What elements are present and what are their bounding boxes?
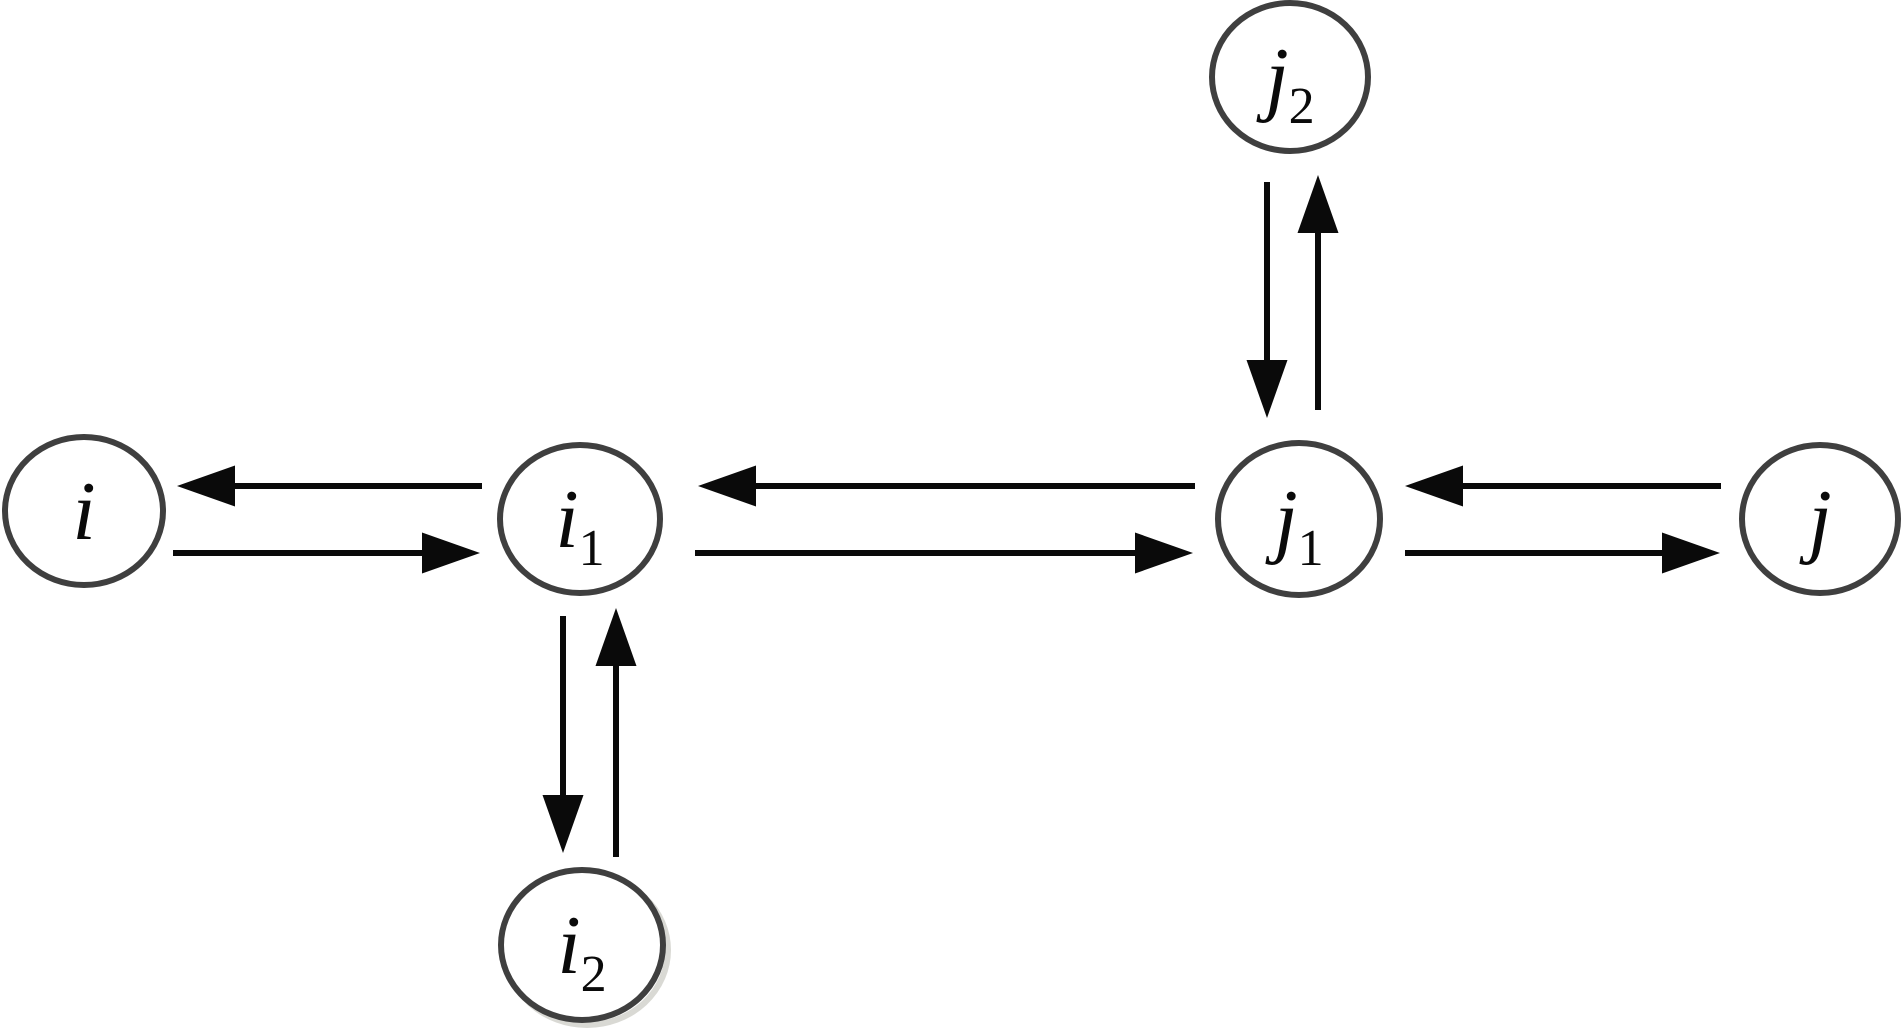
node-label-subscript: 2 <box>1289 78 1315 135</box>
edge-i1-to-j1 <box>695 532 1193 574</box>
node-j: j <box>1739 442 1901 596</box>
node-j1: j1 <box>1215 440 1383 598</box>
node-circle-i1 <box>497 442 663 596</box>
arrowhead-icon <box>422 532 480 574</box>
arrowhead-icon <box>1135 532 1193 574</box>
edge-j1-to-i1 <box>698 465 1195 507</box>
edge-i1-to-i2 <box>542 616 584 853</box>
arrowhead-icon <box>542 795 584 853</box>
node-j2: j2 <box>1209 0 1371 154</box>
edge-i-to-i1 <box>173 532 480 574</box>
arrowhead-icon <box>1662 532 1720 574</box>
arrowhead-icon <box>1246 360 1288 418</box>
edge-i2-to-i1 <box>595 608 637 857</box>
edge-j1-to-j <box>1405 532 1720 574</box>
node-circle-j1 <box>1215 440 1383 598</box>
node-label-i: i <box>72 465 95 558</box>
node-i1: i1 <box>497 442 663 596</box>
edge-i1-to-i <box>177 465 482 507</box>
node-label-i1: i1 <box>555 473 604 577</box>
edge-j-to-j1 <box>1405 465 1721 507</box>
node-circle-j <box>1739 442 1901 596</box>
arrowhead-icon <box>1405 465 1463 507</box>
node-circle-i <box>2 434 166 588</box>
arrowhead-icon <box>1297 175 1339 233</box>
node-i2: i2 <box>498 867 671 1028</box>
edges-layer <box>173 175 1721 857</box>
node-label-letter: i <box>557 899 580 992</box>
node-circle-j2 <box>1209 0 1371 154</box>
node-label-subscript: 2 <box>581 946 607 1003</box>
node-i: i <box>2 434 166 588</box>
edge-j2-to-j1 <box>1246 182 1288 418</box>
arrowhead-icon <box>698 465 756 507</box>
node-label-letter: i <box>555 473 578 566</box>
node-label-subscript: 1 <box>1298 520 1324 577</box>
arrowhead-icon <box>595 608 637 666</box>
node-label-i2: i2 <box>557 899 606 1003</box>
node-circle-i2 <box>498 867 666 1023</box>
arrowhead-icon <box>177 465 235 507</box>
node-label-subscript: 1 <box>579 520 605 577</box>
edge-j1-to-j2 <box>1297 175 1339 410</box>
node-label-letter: i <box>72 465 95 558</box>
